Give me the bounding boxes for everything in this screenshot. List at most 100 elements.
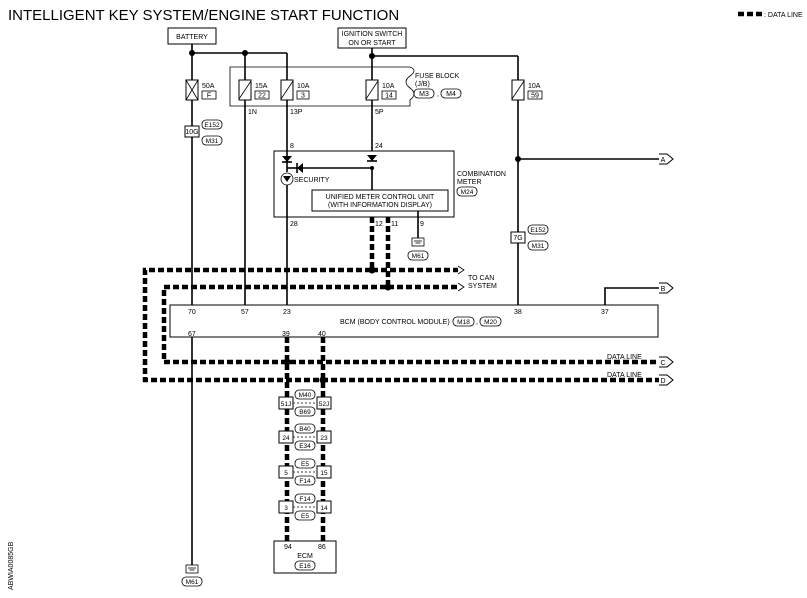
fuse-pin-5p: 5P	[375, 109, 384, 116]
diagram-code: ABWIA0085GB	[8, 541, 15, 590]
offpage-c	[659, 356, 674, 368]
joint-4-right-pin: 14	[320, 505, 328, 512]
connector-7g-conn-2: M31	[532, 243, 545, 250]
bcm-pin-57: 57	[241, 309, 249, 316]
ecm-label: ECM	[297, 553, 313, 560]
joint-2-conn-bottom: E34	[299, 443, 311, 450]
ecm-can-splice-right	[319, 376, 327, 384]
joint-1-conn-bottom: B69	[299, 409, 311, 416]
ignition-label-2: ON OR START	[348, 40, 396, 47]
ignition-splice	[369, 53, 375, 59]
ecm-pin-86: 86	[318, 544, 326, 551]
unified-meter-control-unit	[311, 189, 449, 212]
fuse-pin-1n: 1N	[248, 109, 257, 116]
can-high-arrow	[457, 265, 465, 275]
umcu-label-1: UNIFIED METER CONTROL UNIT	[326, 194, 435, 201]
to-can-label-2: SYSTEM	[468, 283, 497, 290]
combination-meter-conn-oval	[456, 186, 478, 197]
offpage-b	[659, 282, 674, 294]
fuse-block-label-2: (J/B)	[415, 81, 430, 88]
bcm-conn-m20-oval	[479, 316, 502, 327]
joint-1-right-box	[316, 396, 332, 410]
bcm-pin-38: 38	[514, 309, 522, 316]
battery-label: BATTERY	[176, 34, 208, 41]
fuse-10a-3-id: 3	[301, 93, 305, 100]
joint-2-conn-top-oval	[294, 423, 316, 434]
fuse-50a-id: F	[207, 93, 211, 100]
joint-4-left-pin: 3	[284, 505, 288, 512]
ground-upper-box	[411, 237, 425, 247]
fuse-block-label-1: FUSE BLOCK	[415, 73, 460, 80]
fuse-15a-slash	[238, 80, 252, 100]
connector-10g-pin: 10G	[185, 129, 198, 136]
combination-meter-label-1: COMBINATION	[457, 171, 506, 178]
bcm-pin-67: 67	[188, 331, 196, 338]
fuse-10a-59-amp: 10A	[528, 83, 541, 90]
fuse-10a-59-slash	[511, 80, 525, 100]
connector-10g-conn-2: M31	[206, 138, 219, 145]
joint-3-conn-bottom-oval	[294, 475, 316, 486]
joint-3-right-box	[316, 465, 332, 479]
ecm-conn: E16	[299, 563, 311, 570]
meter-diode-1-triangle	[282, 156, 292, 162]
offpage-d-label: D	[660, 378, 665, 385]
data-line-label-d: DATA LINE	[607, 372, 642, 379]
connector-10g-conn-2-oval	[201, 135, 223, 146]
can-low-splice	[384, 283, 392, 291]
bcm-pin-40: 40	[318, 331, 326, 338]
fuse-pin-13p: 13P	[290, 109, 303, 116]
joint-2-conn-bottom-oval	[294, 440, 316, 451]
joint-4-conn-bottom: E5	[301, 513, 309, 520]
offpage-b-label: B	[661, 286, 666, 293]
legend-label: : DATA LINE	[764, 12, 803, 19]
ecm-pin-94: 94	[284, 544, 292, 551]
combination-meter-label-2: METER	[457, 179, 482, 186]
meter-pin-11: 11	[391, 221, 398, 228]
can-low-line	[161, 217, 659, 365]
meter-pin-8: 8	[290, 143, 294, 150]
ground-lower-conn-oval	[181, 576, 203, 587]
connector-10g	[184, 125, 200, 138]
joint-3-conn-top: E5	[301, 461, 309, 468]
wire-to-b	[604, 287, 659, 305]
comma-separator: ,	[476, 319, 478, 326]
ecm-can-splice-left	[283, 358, 291, 366]
meter-pin-24: 24	[375, 143, 383, 150]
ground-lower-box	[185, 564, 199, 574]
connector-7g-pin: 7G	[513, 235, 522, 242]
meter-diode-2-triangle	[297, 163, 303, 173]
fuse-50a-amp: 50A	[202, 83, 215, 90]
joint-2-right-pin: 23	[320, 435, 328, 442]
joint-4-conn-top-oval	[294, 493, 316, 504]
joint-1-conn-top-oval	[294, 389, 316, 400]
bcm-box	[169, 304, 659, 338]
ecm-box	[273, 540, 337, 574]
fuse-10a-3-slash	[280, 80, 294, 100]
fuse-15a-id: 22	[258, 93, 266, 100]
joint-1-left-pin: 51J	[281, 401, 291, 408]
fuse-15a-amp: 15A	[255, 83, 268, 90]
meter-pin-9: 9	[420, 221, 424, 228]
joint-2-left-pin: 24	[282, 435, 290, 442]
fuse-10a-59-id: 59	[531, 93, 539, 100]
joint-2-right-box	[316, 430, 332, 444]
joint-1-conn-bottom-oval	[294, 406, 316, 417]
joint-3-conn-top-oval	[294, 458, 316, 469]
fuse-15a-id-box	[254, 90, 270, 100]
joint-3-left-pin: 5	[284, 470, 288, 477]
fuse-block-conn-m3-label: M3	[419, 91, 429, 98]
can-low-arrow	[457, 282, 465, 292]
fuse-50a-cross-2	[185, 79, 199, 101]
joint-4-conn-top: F14	[299, 496, 311, 503]
meter-diode-3-triangle	[367, 155, 377, 161]
comma-separator: ,	[437, 91, 439, 98]
bcm-conn-m20: M20	[484, 319, 497, 326]
connector-7g-conn-2-oval	[527, 240, 549, 251]
can-high-line	[142, 217, 659, 383]
security-indicator-arrow	[283, 176, 291, 182]
ground-upper-conn-oval	[407, 250, 429, 261]
diagram-title: INTELLIGENT KEY SYSTEM/ENGINE START FUNC…	[8, 7, 399, 24]
joint-4-conn-bottom-oval	[294, 510, 316, 521]
bcm-pin-70: 70	[188, 309, 196, 316]
